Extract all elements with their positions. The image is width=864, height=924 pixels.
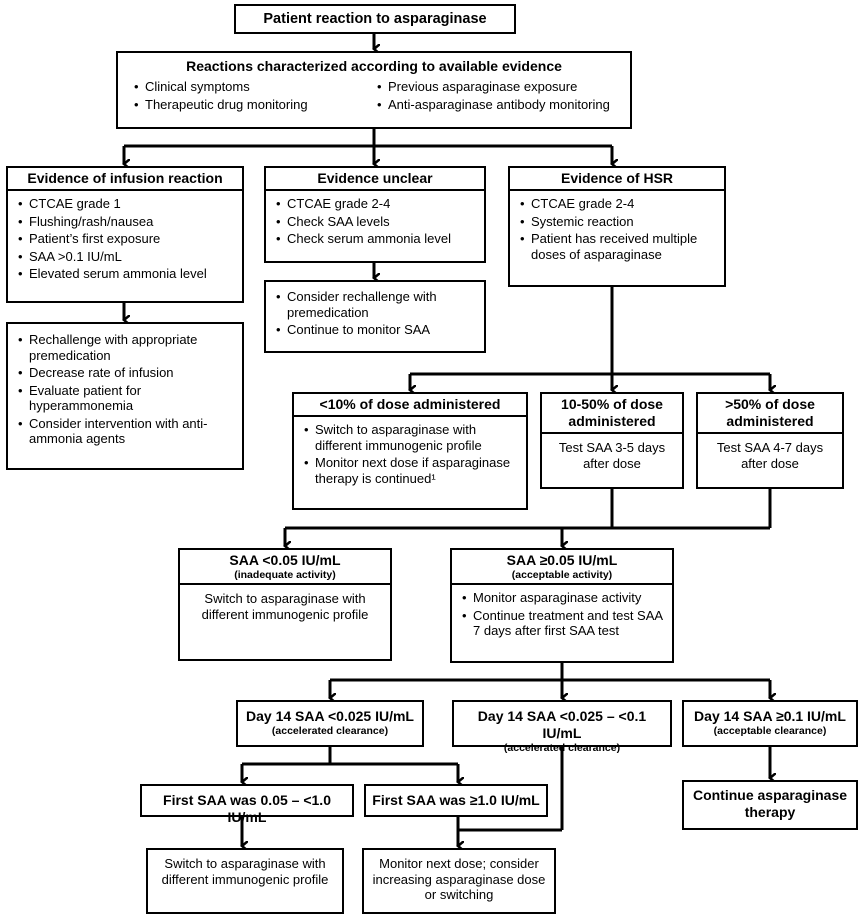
reactions-left-list: Clinical symptoms Therapeutic drug monit… bbox=[134, 79, 377, 114]
first-saa-a-box: First SAA was 0.05 – <1.0 IU/mL bbox=[140, 784, 354, 825]
evidence-hsr-list: CTCAE grade 2-4 Systemic reaction Patien… bbox=[510, 191, 724, 268]
saa-ok-box: SAA ≥0.05 IU/mL (acceptable activity) Mo… bbox=[450, 548, 674, 663]
evidence-unclear-title: Evidence unclear bbox=[266, 168, 484, 191]
first-saa-b-box: First SAA was ≥1.0 IU/mL bbox=[364, 784, 548, 817]
patient-reaction-box: Patient reaction to asparaginase bbox=[234, 4, 516, 34]
day14-a-subtitle: (accelerated clearance) bbox=[271, 725, 389, 737]
dose-lt10-title: <10% of dose administered bbox=[294, 394, 526, 417]
list-item: Consider rechallenge with premedication bbox=[276, 289, 478, 320]
list-item: SAA >0.1 IU/mL bbox=[18, 249, 236, 265]
saa-ok-header: SAA ≥0.05 IU/mL (acceptable activity) bbox=[452, 550, 672, 585]
saa-low-title: SAA <0.05 IU/mL bbox=[229, 552, 341, 568]
list-item: CTCAE grade 1 bbox=[18, 196, 236, 212]
first-saa-b-title: First SAA was ≥1.0 IU/mL bbox=[372, 792, 540, 808]
list-item: Monitor asparaginase activity bbox=[462, 590, 666, 606]
unclear-action-list: Consider rechallenge with premedication … bbox=[266, 282, 484, 344]
evidence-unclear-box: Evidence unclear CTCAE grade 2-4 Check S… bbox=[264, 166, 486, 263]
dose-10-50-title: 10-50% of dose administered bbox=[542, 394, 682, 434]
dose-lt10-list: Switch to asparaginase with different im… bbox=[294, 417, 526, 492]
dose-gt50-box: >50% of dose administered Test SAA 4-7 d… bbox=[696, 392, 844, 489]
list-item: Flushing/rash/nausea bbox=[18, 214, 236, 230]
evidence-unclear-list: CTCAE grade 2-4 Check SAA levels Check s… bbox=[266, 191, 484, 253]
saa-ok-subtitle: (acceptable activity) bbox=[511, 569, 613, 581]
continue-therapy-box: Continue asparaginase therapy bbox=[682, 780, 858, 830]
day14-a-title: Day 14 SAA <0.025 IU/mL bbox=[246, 708, 414, 724]
day14-b-box: Day 14 SAA <0.025 – <0.1 IU/mL (accelera… bbox=[452, 700, 672, 754]
day14-c-header: Day 14 SAA ≥0.1 IU/mL (acceptable cleara… bbox=[684, 702, 856, 739]
reactions-columns: Clinical symptoms Therapeutic drug monit… bbox=[118, 77, 630, 118]
list-item: Systemic reaction bbox=[520, 214, 718, 230]
list-item: Continue treatment and test SAA 7 days a… bbox=[462, 608, 666, 639]
saa-low-subtitle: (inadequate activity) bbox=[234, 569, 336, 581]
continue-therapy-title: Continue asparaginase therapy bbox=[692, 787, 848, 820]
switch-final-box: Switch to asparaginase with different im… bbox=[146, 848, 344, 914]
first-saa-a-title: First SAA was 0.05 – <1.0 IU/mL bbox=[163, 792, 331, 825]
saa-low-header: SAA <0.05 IU/mL (inadequate activity) bbox=[180, 550, 390, 585]
saa-low-body: Switch to asparaginase with different im… bbox=[201, 591, 369, 622]
patient-reaction-title: Patient reaction to asparaginase bbox=[263, 11, 487, 27]
list-item: Patient’s first exposure bbox=[18, 231, 236, 247]
dose-lt10-box: <10% of dose administered Switch to aspa… bbox=[292, 392, 528, 510]
day14-b-header: Day 14 SAA <0.025 – <0.1 IU/mL (accelera… bbox=[454, 702, 670, 756]
reactions-box: Reactions characterized according to ava… bbox=[116, 51, 632, 129]
list-item: Elevated serum ammonia level bbox=[18, 266, 236, 282]
day14-a-box: Day 14 SAA <0.025 IU/mL (accelerated cle… bbox=[236, 700, 424, 747]
list-item: Check SAA levels bbox=[276, 214, 478, 230]
list-item: CTCAE grade 2-4 bbox=[520, 196, 718, 212]
saa-ok-list: Monitor asparaginase activity Continue t… bbox=[452, 585, 672, 645]
day14-c-box: Day 14 SAA ≥0.1 IU/mL (acceptable cleara… bbox=[682, 700, 858, 747]
list-item: Patient has received multiple doses of a… bbox=[520, 231, 718, 262]
monitor-final-body: Monitor next dose; consider increasing a… bbox=[372, 856, 546, 902]
infusion-action-list: Rechallenge with appropriate premedicati… bbox=[8, 324, 242, 453]
day14-a-header: Day 14 SAA <0.025 IU/mL (accelerated cle… bbox=[238, 702, 422, 739]
list-item: CTCAE grade 2-4 bbox=[276, 196, 478, 212]
infusion-reaction-list: CTCAE grade 1 Flushing/rash/nausea Patie… bbox=[8, 191, 242, 288]
reactions-right-list: Previous asparaginase exposure Anti-aspa… bbox=[377, 79, 620, 114]
switch-final-body: Switch to asparaginase with different im… bbox=[161, 856, 329, 887]
list-item: Check serum ammonia level bbox=[276, 231, 478, 247]
day14-b-title: Day 14 SAA <0.025 – <0.1 IU/mL bbox=[477, 708, 647, 741]
list-item: Anti-asparaginase antibody monitoring bbox=[377, 97, 620, 113]
dose-gt50-title: >50% of dose administered bbox=[698, 394, 842, 434]
list-item: Previous asparaginase exposure bbox=[377, 79, 620, 95]
infusion-reaction-box: Evidence of infusion reaction CTCAE grad… bbox=[6, 166, 244, 303]
list-item: Therapeutic drug monitoring bbox=[134, 97, 377, 113]
monitor-final-box: Monitor next dose; consider increasing a… bbox=[362, 848, 556, 914]
dose-10-50-box: 10-50% of dose administered Test SAA 3-5… bbox=[540, 392, 684, 489]
list-item: Consider intervention with anti-ammonia … bbox=[18, 416, 236, 447]
dose-gt50-body: Test SAA 4-7 days after dose bbox=[716, 440, 824, 471]
list-item: Evaluate patient for hyperammonemia bbox=[18, 383, 236, 414]
list-item: Decrease rate of infusion bbox=[18, 365, 236, 381]
list-item: Switch to asparaginase with different im… bbox=[304, 422, 520, 453]
unclear-action-box: Consider rechallenge with premedication … bbox=[264, 280, 486, 353]
list-item: Clinical symptoms bbox=[134, 79, 377, 95]
saa-ok-title: SAA ≥0.05 IU/mL bbox=[506, 552, 618, 568]
list-item: Monitor next dose if asparaginase therap… bbox=[304, 455, 520, 486]
infusion-action-box: Rechallenge with appropriate premedicati… bbox=[6, 322, 244, 470]
saa-low-box: SAA <0.05 IU/mL (inadequate activity) Sw… bbox=[178, 548, 392, 661]
dose-10-50-body: Test SAA 3-5 days after dose bbox=[558, 440, 666, 471]
day14-c-subtitle: (acceptable clearance) bbox=[713, 725, 827, 737]
infusion-reaction-title: Evidence of infusion reaction bbox=[8, 168, 242, 191]
evidence-hsr-box: Evidence of HSR CTCAE grade 2-4 Systemic… bbox=[508, 166, 726, 287]
day14-c-title: Day 14 SAA ≥0.1 IU/mL bbox=[694, 708, 846, 724]
evidence-hsr-title: Evidence of HSR bbox=[510, 168, 724, 191]
day14-b-subtitle: (accelerated clearance) bbox=[503, 742, 621, 754]
reactions-title: Reactions characterized according to ava… bbox=[186, 58, 562, 74]
list-item: Continue to monitor SAA bbox=[276, 322, 478, 338]
list-item: Rechallenge with appropriate premedicati… bbox=[18, 332, 236, 363]
